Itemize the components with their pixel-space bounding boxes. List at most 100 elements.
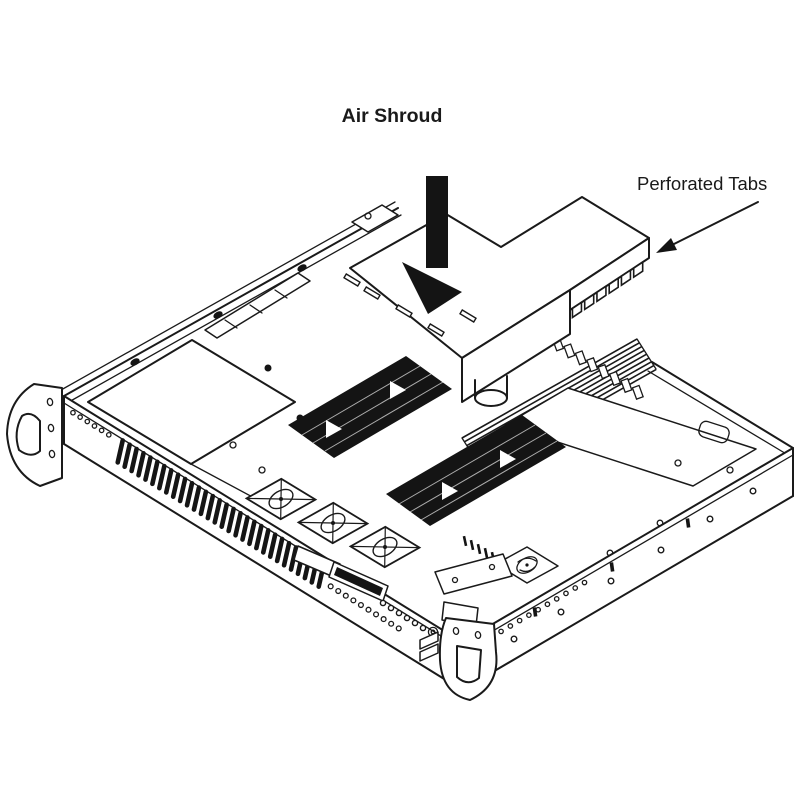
vent-slot <box>115 438 126 465</box>
power-supply <box>87 339 296 465</box>
dimm-clip <box>574 350 587 366</box>
front-left-wall <box>63 395 463 691</box>
bead-hole <box>544 601 551 608</box>
vent-slot <box>267 532 278 559</box>
vent-slot <box>157 463 167 491</box>
shroud-vent-dash <box>395 304 413 318</box>
shroud-support-leg <box>474 375 508 407</box>
serial-label <box>293 545 389 602</box>
chassis-interior <box>87 272 757 595</box>
perforated-tabs <box>571 260 644 319</box>
bead-hole <box>388 620 395 627</box>
bead-hole <box>105 431 112 438</box>
led-hole <box>403 614 411 622</box>
vent-slot <box>184 480 195 508</box>
bead-hole <box>357 602 364 609</box>
dimm-clip <box>597 363 610 380</box>
perforated-tab <box>571 300 583 319</box>
shroud-wing-face <box>569 237 650 311</box>
bead-hole <box>395 625 402 632</box>
bead-hole <box>572 585 579 591</box>
screw-holes <box>510 487 757 643</box>
perforated-tab <box>596 284 607 303</box>
cooling-fan <box>296 501 370 545</box>
fan-opening <box>372 536 398 558</box>
bead-hole <box>84 418 91 425</box>
vent-slot <box>212 498 223 525</box>
rear-bracket <box>351 204 399 233</box>
slotted-bracket <box>434 553 513 595</box>
pointer-arrow-icon <box>656 201 759 253</box>
led-hole <box>419 624 427 632</box>
screw-hole <box>607 577 615 585</box>
bead-hole <box>350 597 357 604</box>
shroud-vent-dash <box>427 323 445 337</box>
perforated-tab <box>608 276 619 295</box>
perforated-tab <box>632 260 644 279</box>
vent-slot <box>274 536 285 564</box>
air-shroud-label: Air Shroud <box>342 105 443 127</box>
dimm-clip <box>631 384 644 400</box>
led-hole <box>395 609 403 617</box>
vent-slot <box>150 459 160 487</box>
vent-slot <box>170 472 181 500</box>
bead-hole <box>365 606 372 613</box>
fan-opening <box>268 488 294 510</box>
cooling-fan <box>348 525 422 569</box>
bead-hole <box>553 595 560 602</box>
led-indicators <box>379 599 427 632</box>
down-arrow-icon <box>402 176 462 314</box>
fan-opening <box>320 512 346 534</box>
bead-hole <box>91 423 98 429</box>
riser-bracket <box>204 272 311 339</box>
vent-slot <box>136 450 146 478</box>
chassis <box>6 201 794 701</box>
dimm-clip <box>608 370 622 387</box>
bead-hole <box>70 409 76 416</box>
bead-hole <box>581 579 588 586</box>
fan-hub <box>279 497 283 501</box>
left-mounting-ear <box>6 383 63 487</box>
bead-hole <box>335 587 342 595</box>
cpu-heatsink <box>386 415 566 526</box>
dimm-clip <box>620 377 633 394</box>
vent-slot <box>260 528 271 555</box>
perforated-tab <box>583 292 595 311</box>
vent-slot <box>247 519 257 547</box>
shroud-vent-dash <box>343 273 361 287</box>
vent-slot <box>233 510 243 538</box>
screw-hole <box>749 487 757 495</box>
bead-hole <box>373 611 380 618</box>
bead-hole <box>516 617 523 624</box>
bead-hole <box>327 583 334 590</box>
perforated-tabs-label: Perforated Tabs <box>637 173 767 194</box>
usb-ports <box>419 631 439 662</box>
vent-slot <box>219 502 229 529</box>
bead-holes <box>70 409 112 438</box>
rear-rail <box>60 201 402 404</box>
drive-tray <box>504 387 757 487</box>
vent-slot <box>177 476 188 504</box>
vent-slot <box>205 493 216 521</box>
bead-hole <box>526 612 532 618</box>
bead-hole <box>507 623 514 629</box>
vent-slot <box>129 446 139 474</box>
vent-slot <box>281 540 292 568</box>
dimm-line <box>464 342 640 443</box>
bead-hole <box>77 414 83 420</box>
front-mounting-ear <box>438 601 498 701</box>
cooling-fan <box>244 477 318 521</box>
vent-slot <box>254 523 264 551</box>
dimm-clip <box>563 343 576 359</box>
rivet <box>297 264 307 272</box>
bead-hole <box>498 628 504 635</box>
dimm-line <box>461 338 638 439</box>
handle-hole <box>15 412 41 456</box>
vent-slot <box>226 506 236 534</box>
rivet <box>213 311 223 319</box>
screw-hole <box>258 466 266 474</box>
bead-hole <box>98 427 105 434</box>
dimm-clip <box>586 357 599 373</box>
bead-holes <box>327 583 402 632</box>
bead-hole <box>342 592 349 599</box>
